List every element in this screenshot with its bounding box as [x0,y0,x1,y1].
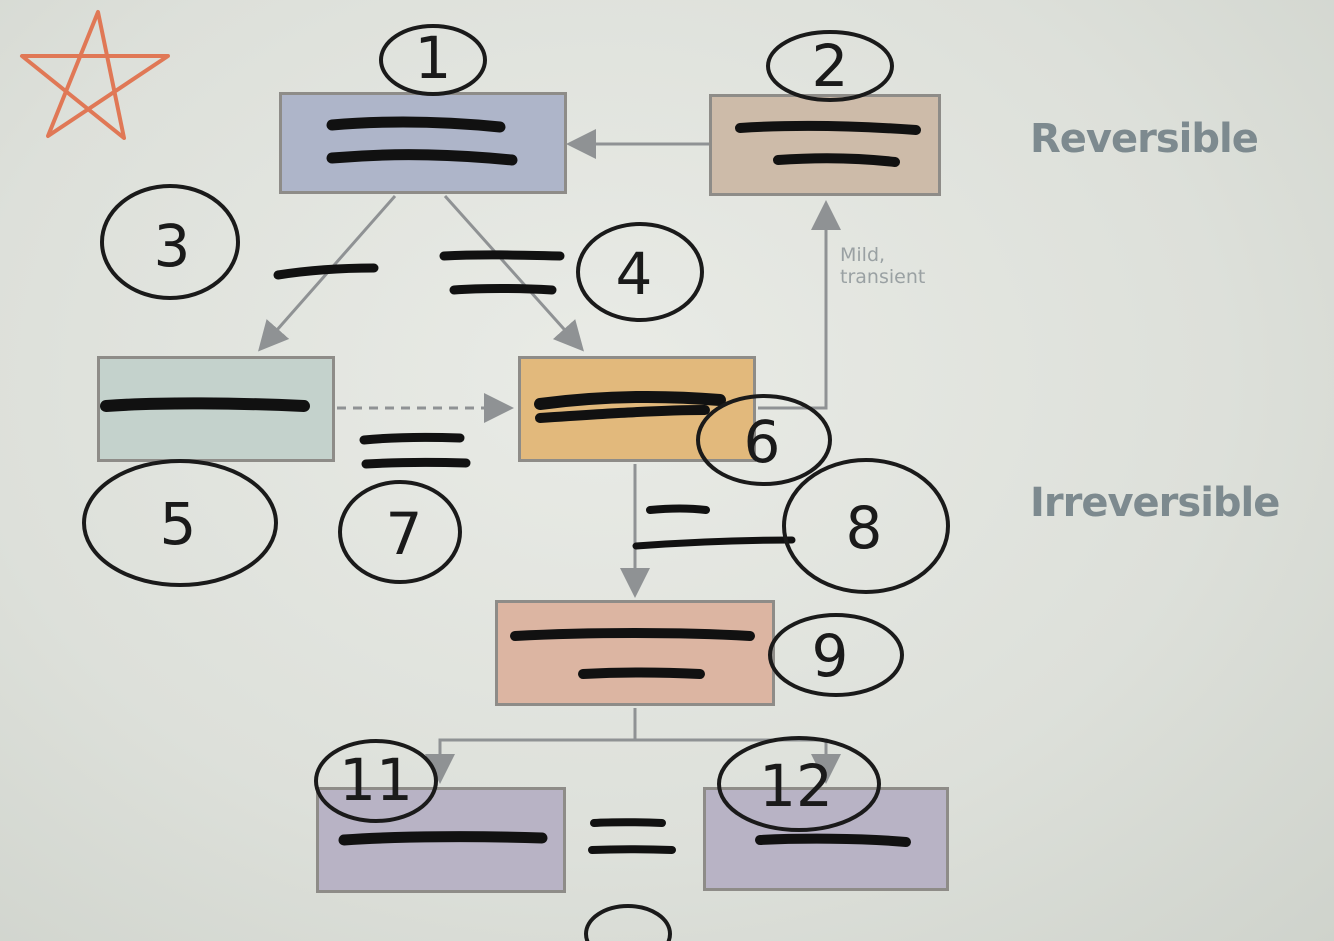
number-1: 1 [415,24,452,92]
mild-transient-label: Mild, transient [840,244,925,288]
arrow-6-to-2 [758,200,841,410]
circle-7 [338,480,462,584]
redact-box6-a [534,390,726,410]
redact-box2-b [773,153,900,167]
redact-box1-b [326,149,518,166]
circle-1 [379,24,487,96]
circle-4 [576,222,704,322]
redactions [100,116,921,854]
mild-label-line-2: transient [840,266,926,288]
redact-equal-a [590,818,666,827]
circle-5 [82,459,278,587]
redact-4a [439,250,565,261]
box-9 [495,600,775,706]
circle-8 [782,458,950,594]
redact-box12 [755,833,911,847]
number-7: 7 [386,500,423,568]
box-2 [709,94,941,196]
number-6: 6 [744,408,781,476]
circle-9 [768,613,904,697]
number-3: 3 [154,212,191,280]
reversible-label: Reversible [1030,116,1259,162]
number-9: 9 [812,622,849,690]
redact-box9-b [578,667,705,679]
redact-7a [359,432,465,445]
irreversible-label: Irreversible [1030,480,1280,526]
redact-box1-a [326,116,506,133]
number-12: 12 [759,752,833,820]
number-2: 2 [812,32,849,100]
number-5: 5 [160,490,197,558]
connectors [258,129,841,784]
arrow-1-to-6 [443,195,584,352]
redact-box11 [338,831,548,846]
circle-3 [100,184,240,300]
number-4: 4 [616,240,653,308]
redact-3 [273,263,379,280]
redact-box6-b [535,405,710,423]
redact-8b [632,536,796,550]
circle-partial [584,904,672,941]
redact-box5 [100,397,310,412]
redact-box2-a [735,120,921,135]
redact-equal-b [588,845,676,854]
circle-11 [314,739,438,823]
mild-label-line-1: Mild, [840,244,886,266]
number-11: 11 [339,746,413,814]
redact-7b [361,457,471,469]
redact-8a [646,504,710,514]
circle-12 [717,736,881,832]
circle-2 [766,30,894,102]
arrow-9-to-11 [425,738,635,784]
redact-box9-a [510,628,755,641]
annotation-circles [82,24,950,941]
circle-6 [696,394,832,486]
redact-4b [449,284,557,295]
number-8: 8 [846,494,883,562]
star-doodle-icon [20,10,170,140]
annotation-numbers: 1 2 3 4 5 6 7 8 9 11 12 [154,24,883,820]
